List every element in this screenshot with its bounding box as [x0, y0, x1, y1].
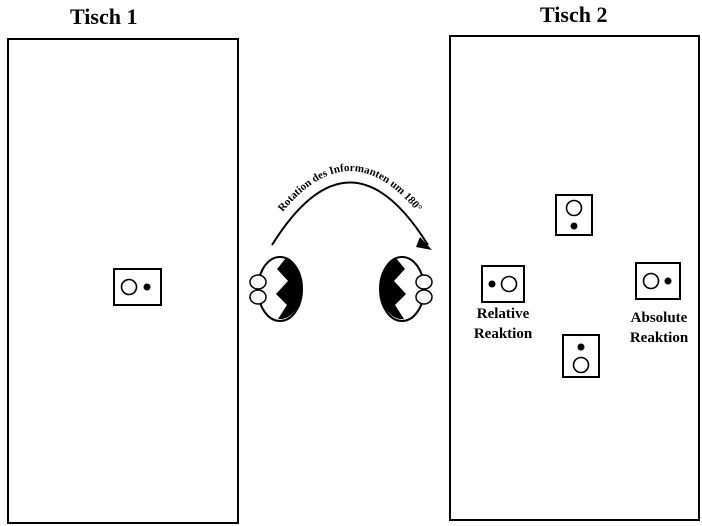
absolute-response-label: Absolute Reaktion: [620, 308, 698, 348]
relative-line1: Relative: [465, 304, 541, 324]
head-left-icon: [250, 257, 302, 321]
head-right-icon: [380, 257, 432, 321]
table2-card-bottom: [563, 335, 599, 377]
relative-response-label: Relative Reaktion: [465, 304, 541, 344]
table2-card-absolute: [636, 263, 680, 299]
absolute-line1: Absolute: [620, 308, 698, 328]
relative-line2: Reaktion: [465, 324, 541, 344]
table1-stimulus-card: [114, 269, 161, 305]
table2-card-top: [556, 195, 592, 235]
table2-card-relative: [482, 266, 524, 302]
absolute-line2: Reaktion: [620, 328, 698, 348]
rotation-label: Rotation des Informanten um 180°: [276, 162, 425, 214]
